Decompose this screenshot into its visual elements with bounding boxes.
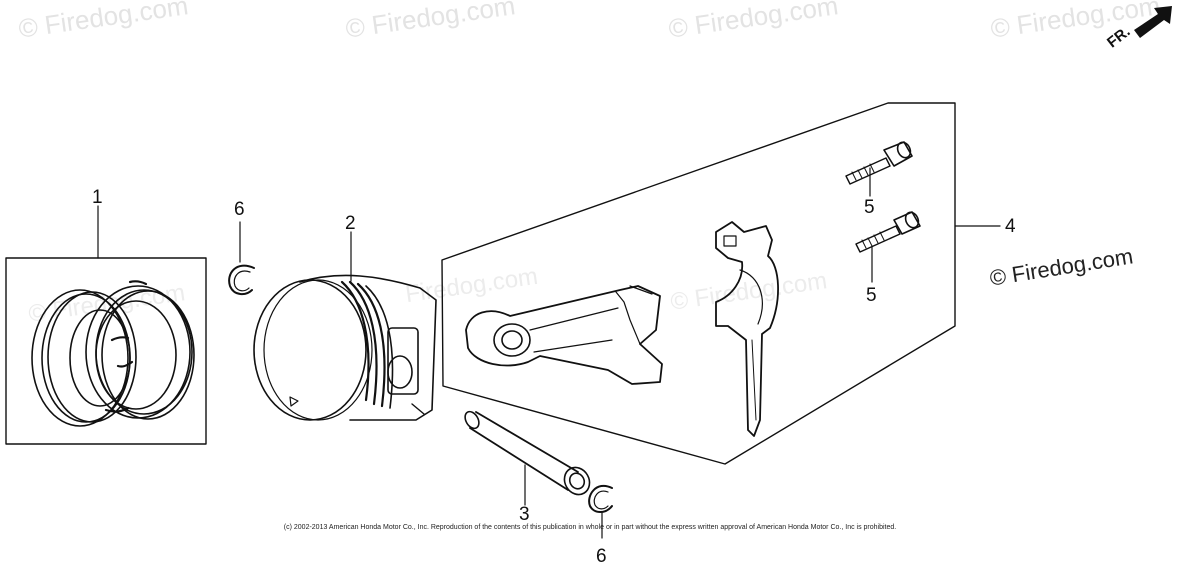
callout-connecting-rod-assembly: 4 bbox=[1005, 216, 1016, 237]
piston-drawing bbox=[253, 231, 437, 421]
callout-piston: 2 bbox=[345, 213, 356, 234]
callout-piston-pin-clip-lower: 6 bbox=[596, 546, 607, 567]
callout-piston-ring-set: 1 bbox=[92, 187, 103, 208]
callout-piston-pin-clip-upper: 6 bbox=[234, 199, 245, 220]
piston-ring-set-drawing bbox=[5, 205, 207, 445]
piston-pin-clip-upper-drawing bbox=[228, 221, 255, 296]
copyright-notice: (c) 2002-2013 American Honda Motor Co., … bbox=[283, 524, 897, 531]
rod-bolt-lower-drawing bbox=[855, 211, 921, 283]
callout-rod-bolt-upper: 5 bbox=[864, 197, 875, 218]
callout-rod-bolt-lower: 5 bbox=[866, 285, 877, 306]
piston-pin-drawing bbox=[464, 410, 591, 506]
connecting-rod-assembly-drawing bbox=[441, 102, 1001, 465]
rod-bolt-upper-drawing bbox=[845, 141, 913, 197]
piston-pin-clip-lower-drawing bbox=[588, 485, 613, 539]
callout-piston-pin: 3 bbox=[519, 504, 530, 525]
front-direction-arrow-icon bbox=[1134, 6, 1172, 38]
